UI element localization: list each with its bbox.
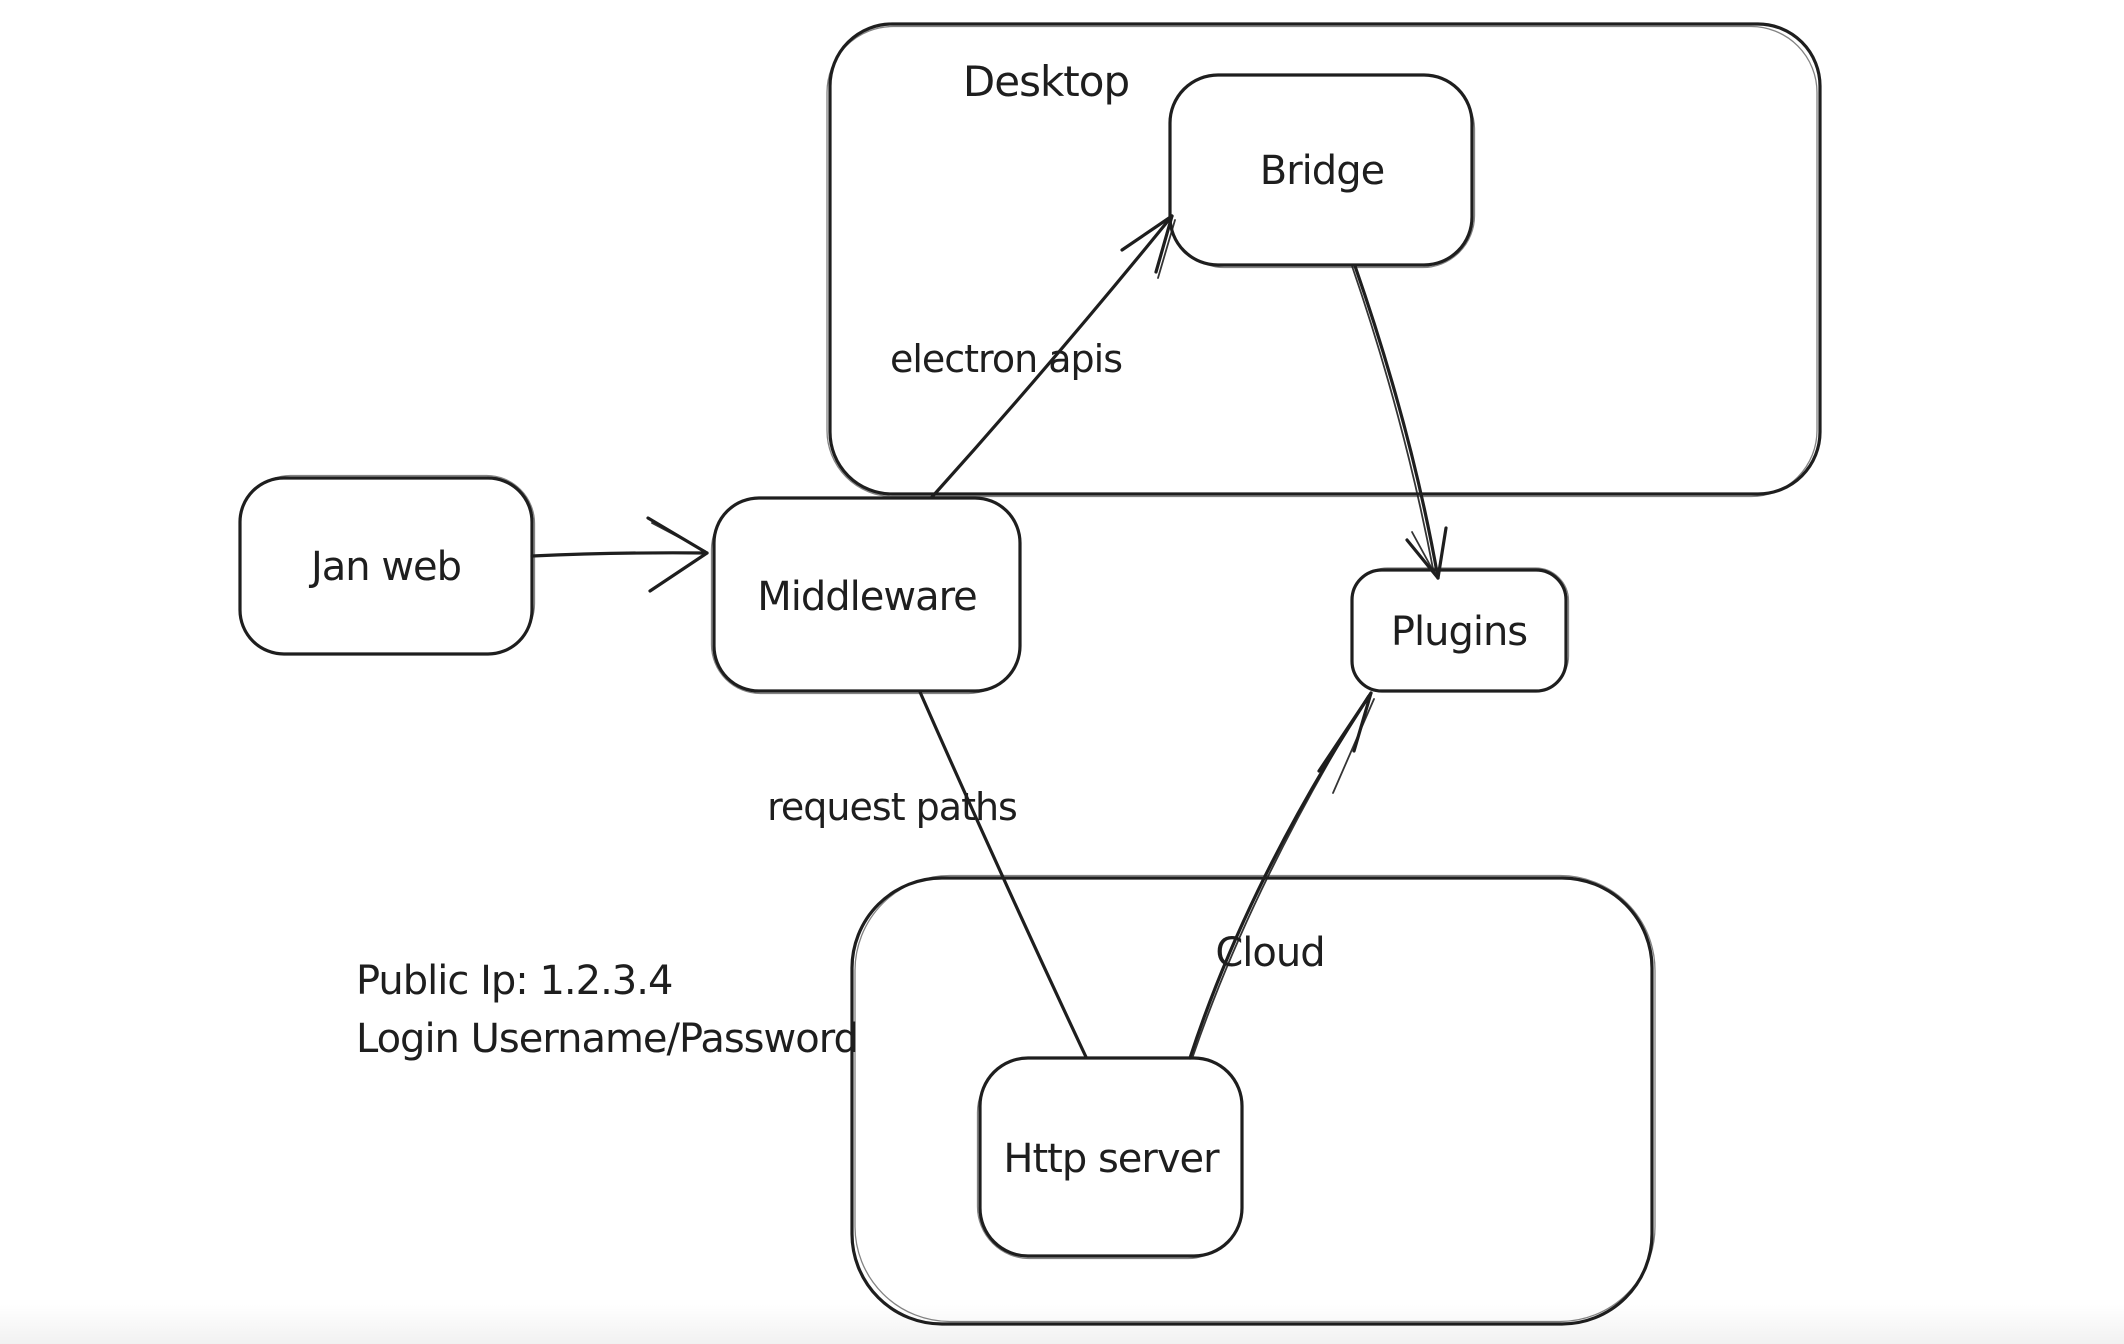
edge-label-electron-apis[interactable]: electron apis	[890, 337, 1123, 381]
node-http-server-label[interactable]: Http server	[1003, 1136, 1221, 1182]
node-jan-web[interactable]: Jan web	[238, 474, 536, 656]
edge-bridge-plugins[interactable]	[1351, 264, 1448, 580]
note-public-ip[interactable]: Public Ip: 1.2.3.4	[356, 958, 673, 1004]
node-middleware[interactable]: Middleware	[710, 496, 1022, 695]
edge-janweb-middleware[interactable]	[530, 516, 709, 593]
node-bridge[interactable]: Bridge	[1168, 73, 1476, 269]
edge-middleware-httpserver[interactable]	[918, 690, 1088, 1059]
node-plugins[interactable]: Plugins	[1350, 567, 1570, 693]
node-middleware-label[interactable]: Middleware	[757, 574, 978, 620]
container-cloud-label[interactable]: Cloud	[1215, 930, 1325, 976]
node-bridge-label[interactable]: Bridge	[1260, 148, 1385, 194]
arrowhead-upright-icon	[1120, 214, 1174, 274]
node-jan-web-label[interactable]: Jan web	[308, 544, 462, 590]
note-login-credentials[interactable]: Login Username/Password	[356, 1016, 859, 1062]
arrowhead-upleft-icon	[1317, 691, 1373, 773]
container-desktop[interactable]: Desktop	[826, 22, 1822, 498]
node-plugins-label[interactable]: Plugins	[1391, 609, 1528, 655]
edge-middleware-bridge[interactable]	[930, 214, 1176, 499]
container-cloud[interactable]: Cloud	[850, 874, 1656, 1326]
edge-label-request-paths[interactable]: request paths	[767, 785, 1018, 829]
node-http-server[interactable]: Http server	[976, 1056, 1244, 1260]
container-desktop-label[interactable]: Desktop	[963, 57, 1130, 106]
edge-httpserver-plugins[interactable]	[1188, 691, 1375, 1060]
